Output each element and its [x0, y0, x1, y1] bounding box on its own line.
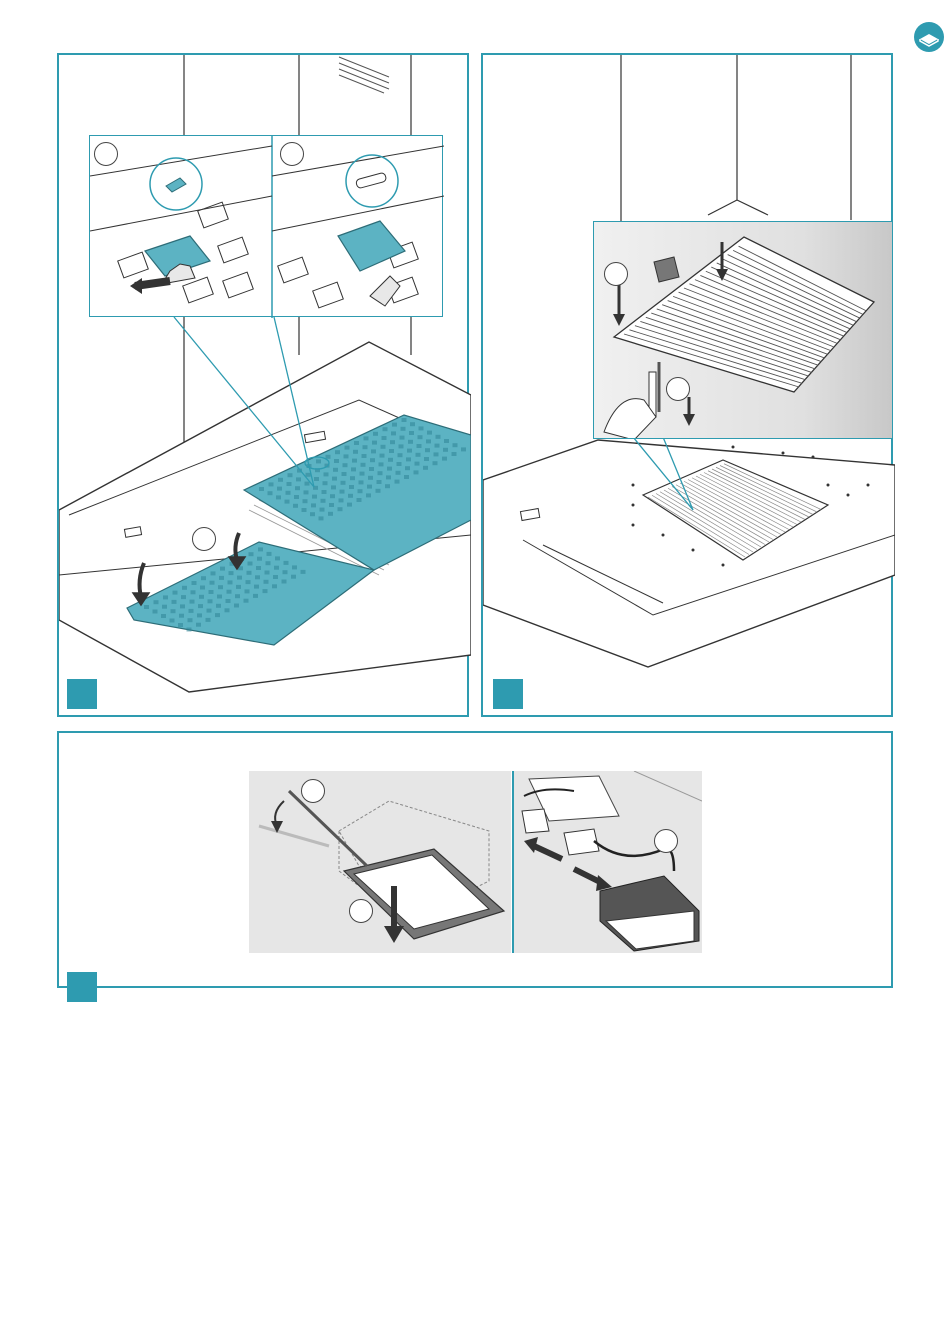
step-number-circle-3 [192, 527, 216, 551]
inset-detail-box [89, 135, 443, 317]
step-badge [67, 972, 97, 1002]
step-number-circle-2 [666, 377, 690, 401]
filter-removal-image [249, 771, 511, 953]
inset-illustration [594, 222, 893, 439]
panel-light-unit [57, 731, 893, 988]
inset-illustration [90, 136, 444, 318]
step-badge [493, 679, 523, 709]
step-number-circle-1 [94, 142, 118, 166]
step-number-circle-2 [280, 142, 304, 166]
step-number-circle-1 [301, 779, 325, 803]
step-badge [67, 679, 97, 709]
panel-carbon-filter [481, 53, 893, 717]
inset-detail-box [593, 221, 893, 439]
step-number-circle-3 [654, 829, 678, 853]
panel-grease-filter [57, 53, 469, 717]
book-icon [914, 22, 944, 52]
step-number-circle-1 [604, 262, 628, 286]
connector-unplug-image [514, 771, 702, 953]
step-number-circle-2 [349, 899, 373, 923]
